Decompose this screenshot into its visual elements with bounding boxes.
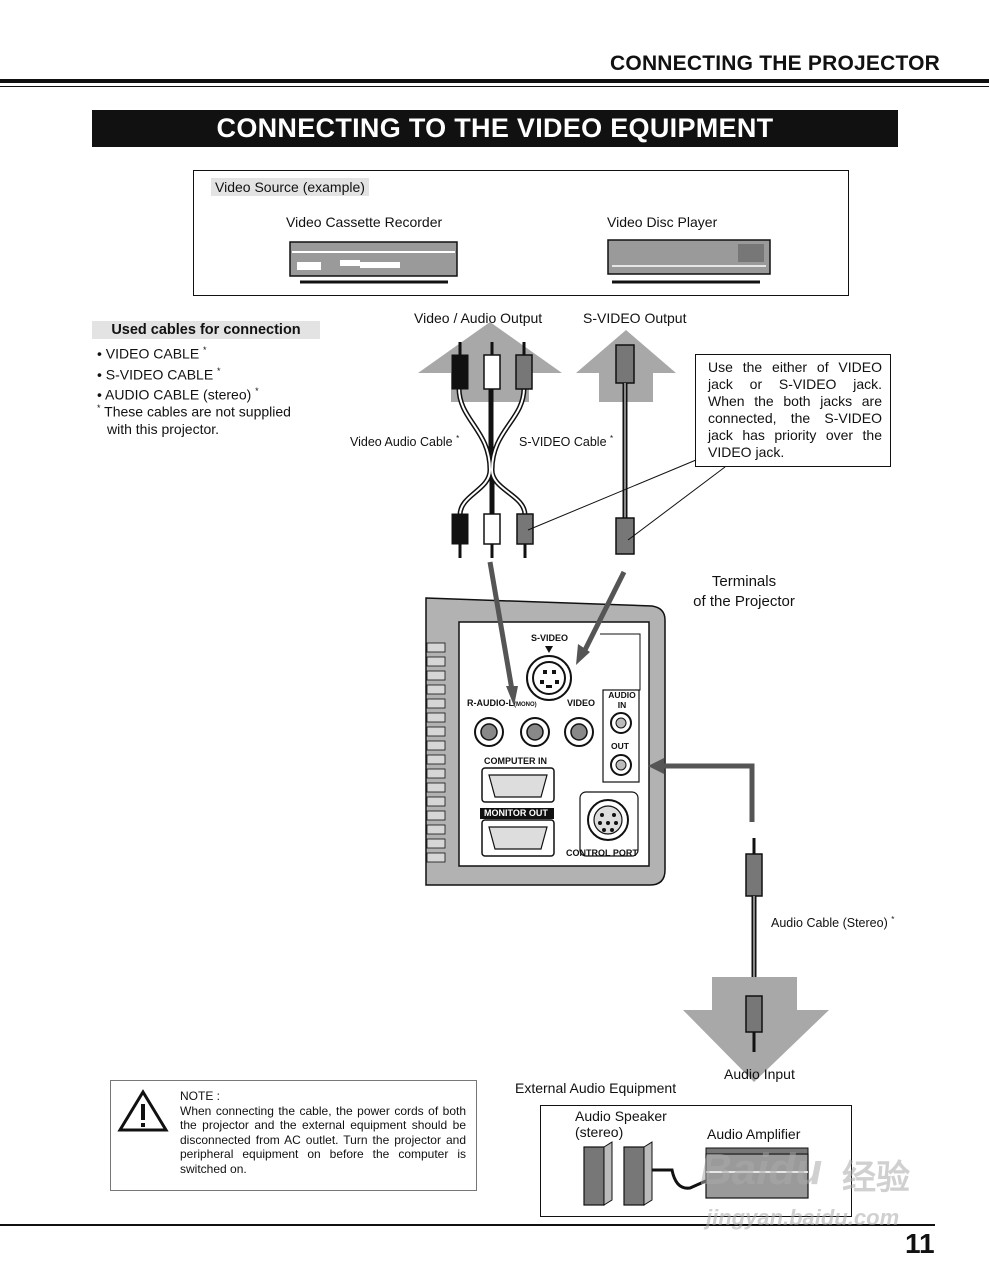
warning-icon bbox=[117, 1089, 169, 1132]
panel-svideo-label: S-VIDEO bbox=[531, 633, 569, 643]
page-number: 11 bbox=[905, 1228, 935, 1259]
svideo-output-label: S-VIDEO Output bbox=[583, 310, 687, 326]
priority-info-box: Use the either of VIDEO jack or S-VIDEO … bbox=[695, 354, 891, 467]
cable-item-video: • VIDEO CABLE * bbox=[97, 345, 207, 362]
panel-r-audio-l-label: R-AUDIO-L(MONO) bbox=[467, 698, 537, 708]
amplifier-label: Audio Amplifier bbox=[707, 1126, 801, 1142]
cables-footnote: * These cables are not supplied with thi… bbox=[97, 403, 291, 437]
speaker-illustration bbox=[583, 1141, 653, 1206]
header-rule-thin bbox=[0, 86, 989, 87]
audio-cable-label: Audio Cable (Stereo) * bbox=[771, 915, 895, 931]
cable-item-audio: • AUDIO CABLE (stereo) * bbox=[97, 386, 259, 403]
video-source-box bbox=[193, 170, 849, 296]
vcr-illustration bbox=[289, 241, 458, 284]
terminals-label: Terminals of the Projector bbox=[693, 573, 795, 610]
external-equipment-box bbox=[540, 1105, 852, 1217]
panel-computer-in-label: COMPUTER IN bbox=[484, 756, 547, 766]
va-cable bbox=[456, 387, 528, 516]
watermark-url: jingyan.baidu.com bbox=[706, 1205, 900, 1230]
header-rule bbox=[0, 79, 989, 83]
note-box bbox=[110, 1080, 477, 1191]
panel-monitor-out-label: MONITOR OUT bbox=[484, 808, 548, 818]
external-equipment-title: External Audio Equipment bbox=[515, 1080, 677, 1096]
audio-input-label: Audio Input bbox=[724, 1066, 795, 1082]
vcr-label: Video Cassette Recorder bbox=[286, 214, 443, 230]
disc-player-label: Video Disc Player bbox=[607, 214, 718, 230]
amplifier-illustration bbox=[705, 1147, 809, 1199]
svideo-cable-label: S-VIDEO Cable * bbox=[519, 434, 614, 450]
panel-video-label: VIDEO bbox=[567, 698, 596, 708]
panel-control-port-label: CONTROL PORT bbox=[566, 848, 638, 858]
panel-audio-out-label: OUT bbox=[611, 741, 629, 751]
section-title: CONNECTING THE PROJECTOR bbox=[610, 52, 940, 75]
watermark-cn: 经验 bbox=[842, 1159, 910, 1197]
cables-heading: Used cables for connection bbox=[92, 321, 320, 339]
note-text: NOTE : When connecting the cable, the po… bbox=[180, 1089, 466, 1176]
speaker-label: Audio Speaker (stereo) bbox=[575, 1108, 667, 1140]
projector-terminal-panel bbox=[425, 597, 666, 886]
page-title: CONNECTING TO THE VIDEO EQUIPMENT bbox=[92, 110, 898, 147]
cable-item-svideo: • S-VIDEO CABLE * bbox=[97, 365, 221, 383]
watermark-logo: Baidu bbox=[700, 1145, 823, 1194]
disc-player-illustration bbox=[607, 239, 771, 284]
va-output-label: Video / Audio Output bbox=[414, 310, 543, 326]
va-cable-inner bbox=[458, 387, 526, 516]
footer-rule bbox=[0, 1224, 935, 1226]
video-source-label: Video Source (example) bbox=[211, 178, 369, 196]
va-cable-label: Video Audio Cable * bbox=[350, 434, 460, 450]
cables-list: • VIDEO CABLE * • S-VIDEO CABLE * • AUDI… bbox=[97, 342, 259, 404]
